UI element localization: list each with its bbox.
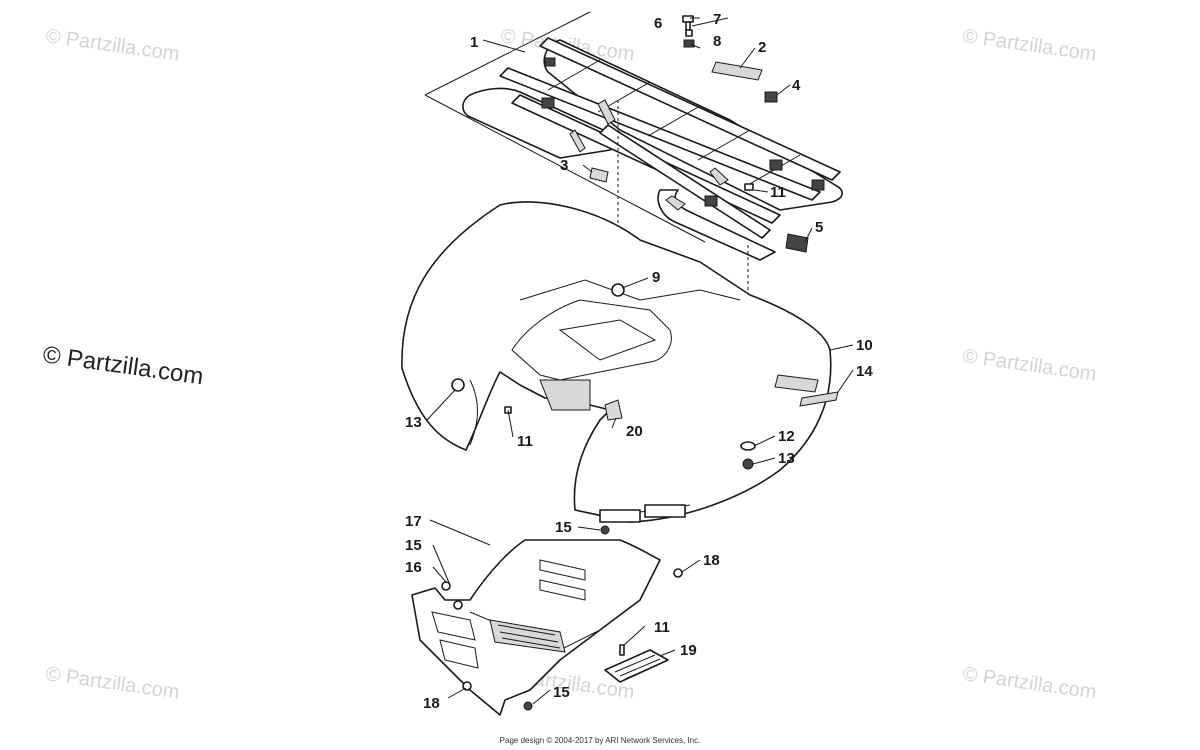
callout-18-left: 18 [423,695,440,712]
callout-13-left: 13 [405,414,422,431]
callout-1: 1 [470,34,478,51]
callout-11-rack: 11 [770,184,786,201]
rear-rack [462,37,843,261]
callout-16: 16 [405,559,422,576]
footrest [604,644,669,683]
watermark-bottom-right: © Partzilla.com [961,663,1098,704]
page-footer: Page design © 2004-2017 by ARI Network S… [499,736,701,745]
watermark-top-right: © Partzilla.com [961,25,1098,66]
leader-lines [426,17,854,705]
rear-fender [401,201,832,523]
rack-assembly-bracket [424,11,706,243]
callout-6: 6 [654,15,662,32]
callout-7: 7 [713,11,721,28]
watermark-top-left: © Partzilla.com [44,25,181,66]
callout-15-bottom: 15 [553,684,570,701]
decal-part-14 [799,391,839,407]
callout-17: 17 [405,513,422,530]
callout-15-left: 15 [405,537,422,554]
bumper-part-5 [785,233,809,253]
callout-8: 8 [713,33,721,50]
callout-15-top: 15 [555,519,572,536]
callout-5: 5 [815,219,823,236]
callout-20: 20 [626,423,643,440]
callout-18-right: 18 [703,552,720,569]
callout-9: 9 [652,269,660,286]
callout-11-footrest: 11 [654,619,670,636]
watermark-bottom-left: © Partzilla.com [44,663,181,704]
callout-10: 10 [856,337,873,354]
callout-12: 12 [778,428,795,445]
callout-3: 3 [560,157,568,174]
washer-part-12 [740,441,756,451]
callout-13-right: 13 [778,450,795,467]
watermark-mid-left: © Partzilla.com [41,341,205,390]
callout-labels: 1 2 3 4 5 6 7 8 9 10 11 11 11 12 13 13 1… [405,11,873,712]
nut-part-4 [764,91,778,103]
callout-11-fender: 11 [517,433,533,450]
callout-19: 19 [680,642,697,659]
rack-hardware [589,15,809,253]
callout-2: 2 [758,39,766,56]
decal-part-3 [589,167,609,183]
watermark-mid-right: © Partzilla.com [961,345,1098,386]
fender-hardware [504,391,839,535]
callout-14: 14 [856,363,873,380]
nut-part-13 [742,458,754,470]
decal-part-2 [711,61,763,81]
callout-4: 4 [792,77,801,94]
